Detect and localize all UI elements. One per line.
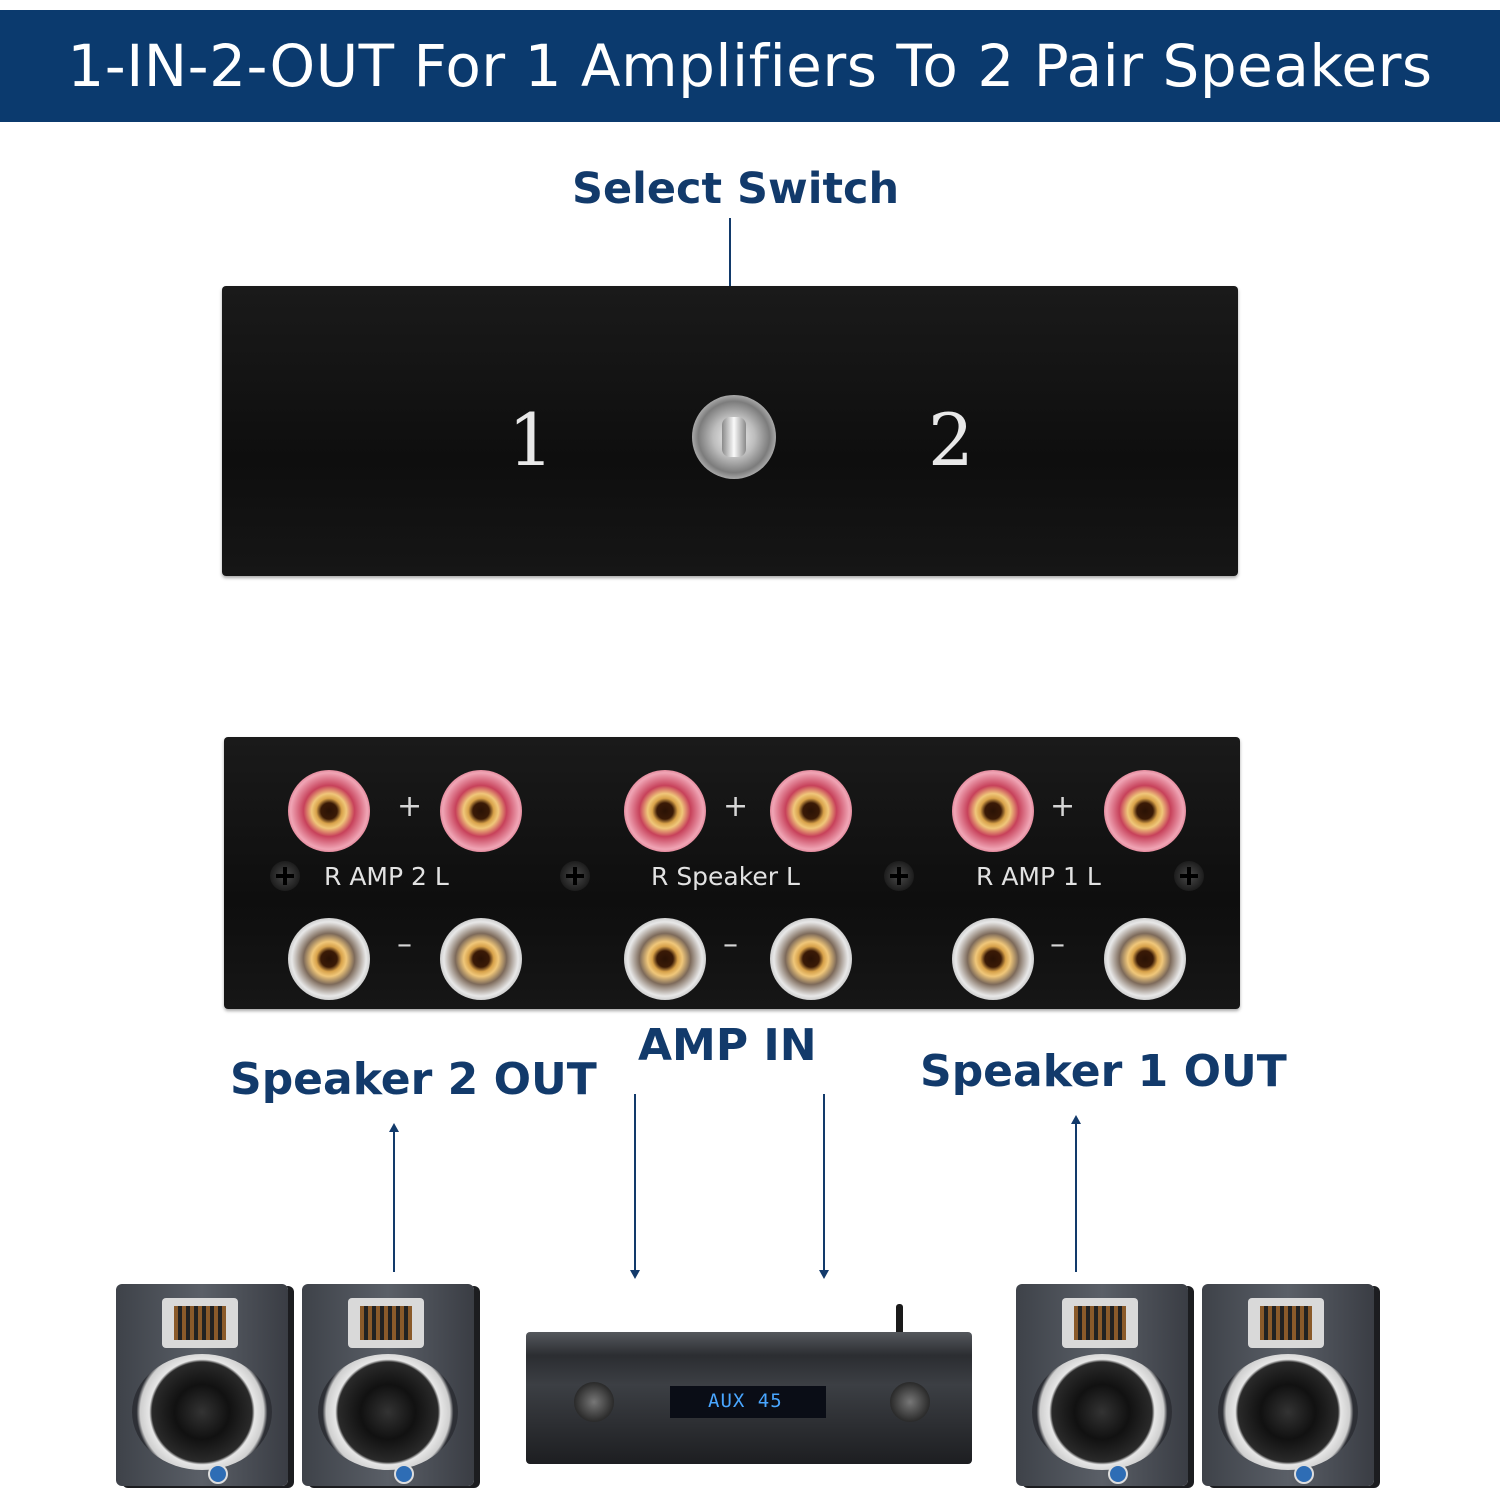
logo-badge: [208, 1464, 228, 1484]
speaker-icon: [302, 1284, 474, 1486]
screw-icon: [884, 861, 914, 891]
binding-post-icon: [952, 918, 1034, 1000]
binding-post-icon: [624, 918, 706, 1000]
minus-sign: –: [397, 927, 412, 962]
screw-icon: [1174, 861, 1204, 891]
tweeter: [1248, 1298, 1324, 1348]
header-banner: 1-IN-2-OUT For 1 Amplifiers To 2 Pair Sp…: [0, 10, 1500, 122]
minus-sign: –: [723, 927, 738, 962]
tweeter: [348, 1298, 424, 1348]
arrow-up-icon: [389, 1123, 399, 1132]
woofer: [318, 1354, 458, 1470]
speaker-icon: [1016, 1284, 1188, 1486]
speaker-1-connector-line: [1075, 1122, 1077, 1272]
speaker-2-out-label: Speaker 2 OUT: [230, 1054, 597, 1105]
amp-display-text: AUX 45: [708, 1390, 783, 1412]
amp-in-label: AMP IN: [638, 1020, 817, 1071]
position-1-label: 1: [508, 398, 554, 482]
header-title: 1-IN-2-OUT For 1 Amplifiers To 2 Pair Sp…: [67, 32, 1433, 100]
plus-sign: +: [723, 789, 749, 824]
binding-post-icon: [288, 918, 370, 1000]
minus-sign: –: [1050, 927, 1065, 962]
amp-in-connector-line-right: [823, 1094, 825, 1270]
amp-1-label: R AMP 1 L: [976, 862, 1101, 891]
binding-post-icon: [770, 770, 852, 852]
amp-knob-left: [574, 1382, 614, 1422]
arrow-down-icon: [819, 1270, 829, 1279]
tweeter: [162, 1298, 238, 1348]
toggle-switch-icon[interactable]: [692, 395, 776, 479]
binding-post-icon: [440, 918, 522, 1000]
antenna-icon: [896, 1304, 903, 1344]
switch-box-back-panel: [224, 737, 1240, 1009]
speaker-label: R Speaker L: [651, 862, 800, 891]
binding-post-icon: [624, 770, 706, 852]
binding-post-icon: [952, 770, 1034, 852]
speaker-1-out-label: Speaker 1 OUT: [920, 1046, 1287, 1097]
binding-post-icon: [770, 918, 852, 1000]
arrow-up-icon: [1071, 1115, 1081, 1124]
speaker-2-connector-line: [393, 1130, 395, 1272]
amplifier-icon: AUX 45: [526, 1332, 972, 1464]
logo-badge: [394, 1464, 414, 1484]
amp-2-label: R AMP 2 L: [324, 862, 449, 891]
woofer: [1218, 1354, 1358, 1470]
binding-post-icon: [1104, 918, 1186, 1000]
speaker-icon: [1202, 1284, 1374, 1486]
screw-icon: [560, 861, 590, 891]
logo-badge: [1108, 1464, 1128, 1484]
select-switch-label: Select Switch: [572, 164, 900, 214]
logo-badge: [1294, 1464, 1314, 1484]
binding-post-icon: [288, 770, 370, 852]
screw-icon: [270, 861, 300, 891]
amp-in-connector-line-left: [634, 1094, 636, 1270]
woofer: [1032, 1354, 1172, 1470]
speaker-icon: [116, 1284, 288, 1486]
amp-knob-right: [890, 1382, 930, 1422]
arrow-down-icon: [630, 1270, 640, 1279]
plus-sign: +: [1050, 789, 1076, 824]
toggle-lever[interactable]: [722, 417, 746, 457]
plus-sign: +: [397, 789, 423, 824]
amp-display: AUX 45: [670, 1386, 826, 1418]
woofer: [132, 1354, 272, 1470]
binding-post-icon: [1104, 770, 1186, 852]
position-2-label: 2: [928, 398, 974, 482]
tweeter: [1062, 1298, 1138, 1348]
binding-post-icon: [440, 770, 522, 852]
